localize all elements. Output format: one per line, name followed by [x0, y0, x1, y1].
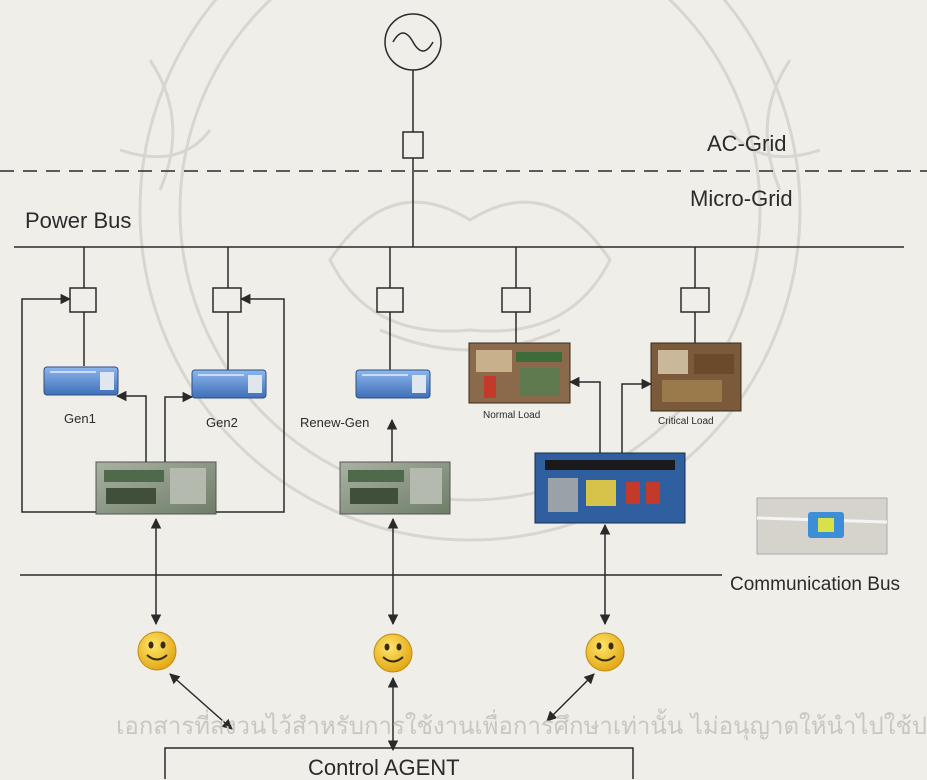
renew-gen-unit: [356, 370, 430, 398]
gen2-label: Gen2: [206, 416, 238, 429]
critical-load-breaker: [681, 288, 709, 312]
gen1-breaker: [70, 288, 96, 312]
gen-controller-board: [96, 462, 216, 514]
renew-gen-label: Renew-Gen: [300, 416, 369, 429]
normal-load-board: [469, 343, 570, 403]
normal-load-label: Normal Load: [483, 411, 540, 421]
grid-breaker: [403, 132, 423, 158]
critical-load-label: Critical Load: [658, 417, 714, 427]
micro-grid-label: Micro-Grid: [690, 188, 793, 210]
watermark-text: เอกสารที่สงวนไว้สำหรับการใช้งานเพื่อการศ…: [0, 706, 927, 745]
ac-grid-label: AC-Grid: [707, 133, 786, 155]
power-bus-label: Power Bus: [25, 210, 131, 232]
background-seal: [120, 0, 820, 540]
feeders: [70, 247, 709, 370]
current-sensor: [757, 498, 887, 554]
smiley-icon: [374, 634, 412, 672]
load-controller-board: [535, 453, 685, 523]
critical-load-board: [651, 343, 741, 411]
normal-load-breaker: [502, 288, 530, 312]
renew-gen-breaker: [377, 288, 403, 312]
renew-controller-board: [340, 462, 450, 514]
ac-source: [385, 14, 441, 247]
gen2-breaker: [213, 288, 241, 312]
communication-bus-label: Communication Bus: [730, 575, 900, 594]
gen1-label: Gen1: [64, 412, 96, 425]
gen2-unit: [192, 370, 266, 398]
smiley-icon: [586, 633, 624, 671]
gen1-unit: [44, 367, 118, 395]
smiley-icon: [138, 632, 176, 670]
control-agent-label: Control AGENT: [308, 757, 460, 779]
